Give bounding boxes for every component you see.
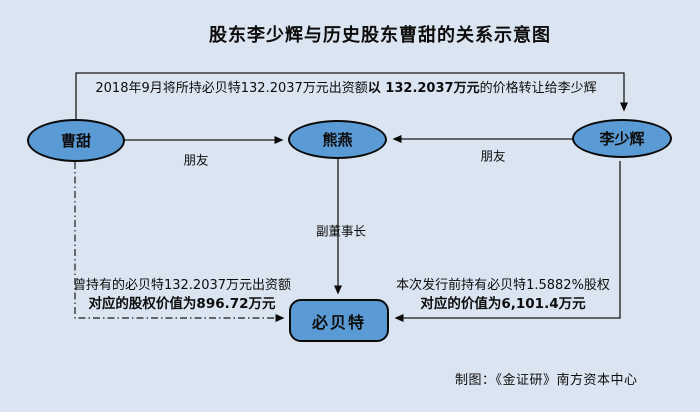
edge-caotian-stake-line [74,162,285,322]
transfer-label-post: 的价格转让给李少辉 [479,81,597,96]
edge-friend-left-label: 朋友 [183,152,209,168]
edge-vice-chairman-label: 副董事长 [315,223,367,239]
caotian-stake-line2: 对应的股权价值为896.72万元 [88,296,276,312]
node-bibeite: 必贝特 [289,299,389,342]
lishaohui-stake-text: 本次发行前持有必贝特1.5882%股权 对应的价值为6,101.4万元 [393,277,613,313]
edge-transfer-label: 2018年9月将所持必贝特132.2037万元出资额以 132.2037万元的价… [66,77,626,96]
transfer-label-bold: 以 132.2037万元 [367,81,480,96]
node-caotian: 曹甜 [27,119,125,162]
credit-line: 制图：《金证研》南方资本中心 [455,373,638,388]
node-lishaohui: 李少辉 [572,119,672,158]
node-xiongyan: 熊燕 [288,120,387,159]
diagram-title: 股东李少辉与历史股东曹甜的关系示意图 [209,25,551,46]
lishaohui-stake-line2: 对应的价值为6,101.4万元 [420,296,586,312]
caotian-stake-text: 曾持有的必贝特132.2037万元出资额 对应的股权价值为896.72万元 [62,277,302,313]
caotian-stake-line1: 曾持有的必贝特132.2037万元出资额 [72,278,292,293]
transfer-label-pre: 2018年9月将所持必贝特132.2037万元出资额 [95,81,368,96]
edge-friend-right-label: 朋友 [480,148,506,164]
lishaohui-stake-line1: 本次发行前持有必贝特1.5882%股权 [396,278,610,293]
edge-transfer-line [75,72,628,120]
edge-lishaohui-stake-line [394,161,621,322]
